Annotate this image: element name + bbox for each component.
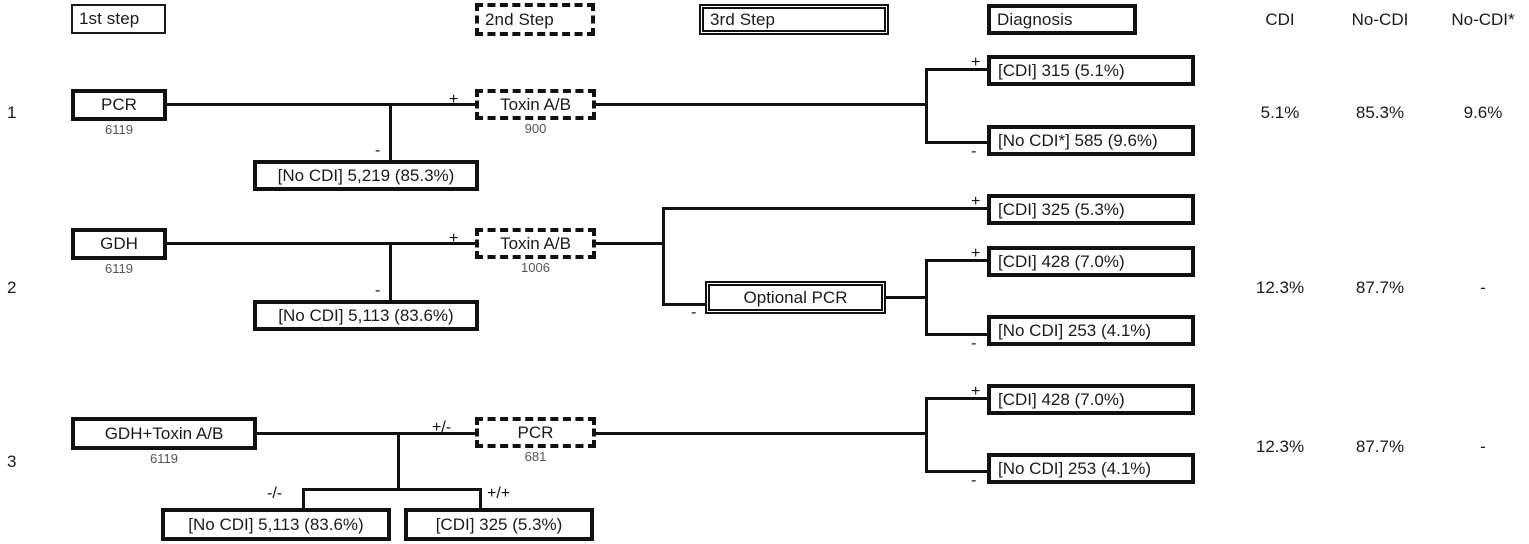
row3-pos-sign: +/- — [432, 419, 452, 436]
row2-diag3-sign: - — [971, 335, 977, 352]
row3-to-fork-line — [596, 432, 927, 435]
row1-neg-sign: - — [375, 142, 381, 159]
row1-summary-cdi: 5.1% — [1260, 103, 1300, 122]
row3-summary-nocdi: 87.7% — [1355, 437, 1405, 456]
row2-to-split-line — [596, 242, 664, 245]
row3-fork-vertical — [925, 397, 928, 473]
row2-split-top-line — [662, 207, 987, 210]
row1-summary-nocdi-star: 9.6% — [1463, 103, 1503, 122]
row1-pos-sign: + — [449, 91, 459, 108]
row-number-1: 1 — [7, 103, 17, 122]
row3-cdi-box: [CDI] 325 (5.3%) — [404, 508, 594, 541]
row3-no-cdi-box: [No CDI] 5,113 (83.6%) — [161, 508, 391, 541]
row2-fork-vertical — [925, 259, 928, 336]
column-header-nocdi: No-CDI — [1351, 10, 1409, 29]
row3-split-drop-line — [397, 432, 400, 490]
row3-summary-nocdi-star: - — [1480, 437, 1486, 456]
row1-fork-bottom-line — [925, 141, 987, 144]
row1-diagnosis-box-2: [No CDI*] 585 (9.6%) — [987, 125, 1195, 156]
row2-diagnosis-box-2: [CDI] 428 (7.0%) — [987, 246, 1195, 277]
row2-optional-pcr-sign: - — [691, 304, 697, 321]
row3-first-step-box: GDH+Toxin A/B — [71, 417, 257, 450]
column-header-nocdi-star: No-CDI* — [1451, 10, 1515, 29]
row1-neg-drop-line — [389, 103, 392, 161]
row1-fork-vertical — [925, 68, 928, 144]
row1-second-step-count: 900 — [524, 121, 547, 136]
row2-split-bottom-line — [662, 303, 705, 306]
row3-diagnosis-box-2: [No CDI] 253 (4.1%) — [987, 453, 1195, 484]
row2-fork-bottom-line — [925, 333, 987, 336]
row2-summary-nocdi-star: - — [1480, 278, 1486, 297]
row2-first-step-box: GDH — [71, 228, 167, 260]
row3-second-step-box: PCR — [475, 417, 596, 448]
row2-no-cdi-box: [No CDI] 5,113 (83.6%) — [253, 300, 479, 331]
row1-second-step-box: Toxin A/B — [475, 89, 596, 120]
row3-split-right-sign: +/+ — [487, 485, 511, 502]
row2-summary-nocdi: 87.7% — [1355, 278, 1405, 297]
row2-second-step-box: Toxin A/B — [475, 228, 596, 259]
row2-trunk-line — [167, 242, 475, 245]
header-step1-label: 1st step — [79, 9, 140, 28]
header-step2-box: 2nd Step — [475, 3, 595, 36]
row3-split-left-leg — [302, 488, 305, 510]
row2-third-step-box: Optional PCR — [705, 281, 886, 314]
row2-diagnosis-box-1: [CDI] 325 (5.3%) — [987, 194, 1195, 225]
row3-diag2-sign: - — [971, 472, 977, 489]
row3-split-bar — [302, 488, 482, 491]
row1-summary-nocdi: 85.3% — [1355, 103, 1405, 122]
row2-fork-top-line — [925, 259, 987, 262]
header-diagnosis-label: Diagnosis — [997, 9, 1073, 29]
header-step2-label: 2nd Step — [485, 9, 554, 29]
column-header-cdi: CDI — [1265, 10, 1295, 29]
header-step3-label: 3rd Step — [710, 9, 776, 29]
row3-diag1-sign: + — [971, 383, 981, 400]
header-diagnosis-box: Diagnosis — [987, 4, 1137, 35]
row3-first-step-count: 6119 — [150, 451, 178, 466]
row3-trunk-line — [257, 432, 475, 435]
row2-diag1-sign: + — [971, 193, 981, 210]
row1-diag1-sign: + — [971, 54, 981, 71]
row1-diag2-sign: - — [971, 143, 977, 160]
row2-pcr-to-fork-line — [886, 296, 925, 299]
row1-to-fork-line — [596, 103, 927, 106]
row2-first-step-count: 6119 — [105, 261, 133, 276]
row-number-2: 2 — [7, 278, 17, 297]
row3-fork-top-line — [925, 397, 987, 400]
row2-diag2-sign: + — [971, 245, 981, 262]
row2-neg-sign: - — [375, 282, 381, 299]
row2-second-step-count: 1006 — [521, 260, 550, 275]
row3-split-right-leg — [479, 488, 482, 510]
row3-diagnosis-box-1: [CDI] 428 (7.0%) — [987, 384, 1195, 415]
row2-split-vertical — [662, 207, 665, 306]
row1-fork-top-line — [925, 68, 987, 71]
row2-diagnosis-box-3: [No CDI] 253 (4.1%) — [987, 315, 1195, 346]
row1-no-cdi-box: [No CDI] 5,219 (85.3%) — [253, 160, 479, 191]
row-number-3: 3 — [7, 452, 17, 471]
row2-summary-cdi: 12.3% — [1255, 278, 1305, 297]
header-step1-box: 1st step — [71, 4, 166, 34]
row3-second-step-count: 681 — [524, 449, 547, 464]
header-step3-box: 3rd Step — [699, 4, 889, 35]
row2-neg-drop-line — [389, 242, 392, 302]
row3-fork-bottom-line — [925, 470, 987, 473]
row1-first-step-count: 6119 — [105, 122, 133, 137]
row1-diagnosis-box-1: [CDI] 315 (5.1%) — [987, 55, 1195, 86]
row2-pos-sign: + — [449, 230, 459, 247]
row3-summary-cdi: 12.3% — [1255, 437, 1305, 456]
row1-trunk-line — [167, 103, 475, 106]
row3-split-left-sign: -/- — [267, 485, 283, 502]
row1-first-step-box: PCR — [71, 89, 167, 121]
